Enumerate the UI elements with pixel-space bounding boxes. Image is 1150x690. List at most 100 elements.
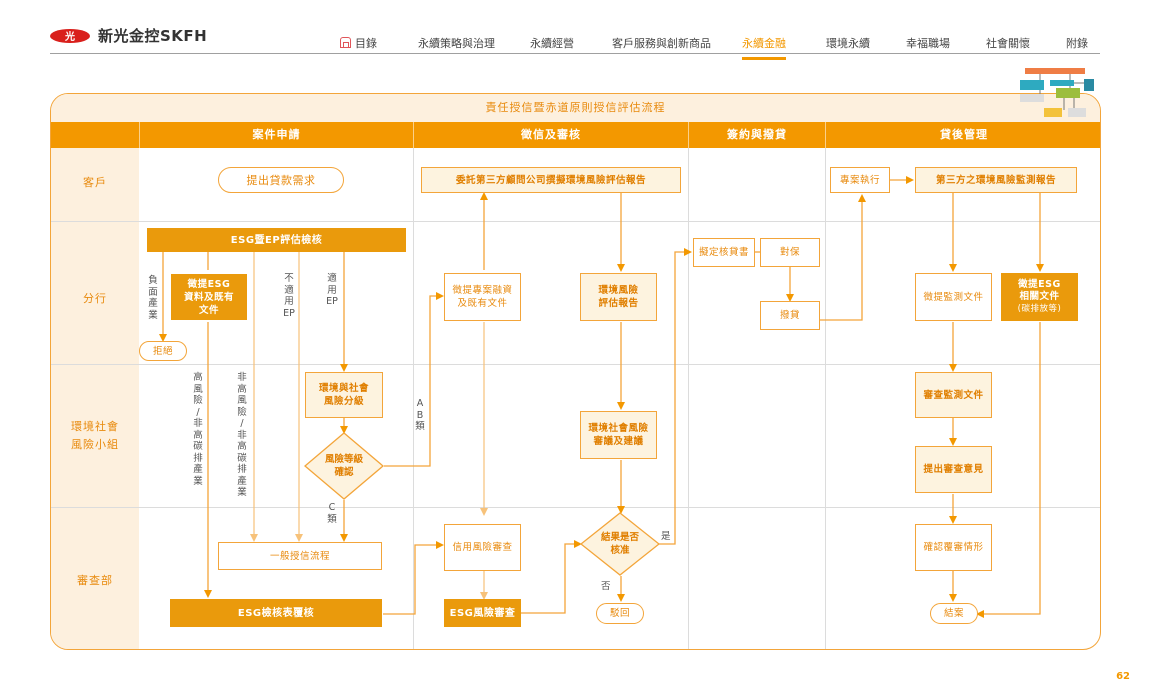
node-risk-grading[interactable]: 環境與社會 風險分級 <box>305 372 383 418</box>
lane-label-column <box>51 148 139 649</box>
nav-item-contents[interactable]: 目錄 <box>340 35 377 57</box>
node-general-credit-process[interactable]: 一般授信流程 <box>218 542 382 570</box>
lane-branch: 分行 <box>83 292 107 305</box>
nav-divider <box>50 53 1100 54</box>
phase-post-loan: 貸後管理 <box>825 122 1100 148</box>
node-confirm-review[interactable]: 確認覆審情形 <box>915 524 992 571</box>
label-char: 非 <box>193 418 203 429</box>
label-char: 高 <box>193 372 203 383</box>
label-char: 用 <box>284 296 294 307</box>
edge-label-negative-industry: 負面產業 <box>147 275 159 321</box>
page-number: 62 <box>1116 671 1130 682</box>
node-close-case[interactable]: 結案 <box>930 603 978 624</box>
home-icon <box>340 37 351 48</box>
node-third-party-monitor[interactable]: 第三方之環境風險監測報告 <box>915 167 1077 193</box>
node-collect-esg-data[interactable]: 徵提ESG 資料及既有 文件 <box>171 274 247 320</box>
label-char: 高 <box>237 441 247 452</box>
node-env-risk-report[interactable]: 環境風險 評估報告 <box>580 273 657 321</box>
nav-item-social[interactable]: 社會關懷 <box>986 37 1030 50</box>
nav-item-environment[interactable]: 環境永續 <box>826 37 870 50</box>
diamond-shape <box>579 512 661 576</box>
node-esg-ep-review[interactable]: ESG暨EP評估檢核 <box>147 228 406 252</box>
label-char: EP <box>326 296 338 307</box>
flowchart-title: 責任授信暨赤道原則授信評估流程 <box>51 94 1100 122</box>
label-char: 碳 <box>237 452 247 464</box>
label-char: A <box>416 398 424 409</box>
node-credit-risk-review[interactable]: 信用風險審查 <box>444 524 521 571</box>
phase-signing-disbursement: 簽約與撥貸 <box>688 122 825 148</box>
edge-label-non-high-risk: 非高風險/非高碳排產業 <box>236 372 248 499</box>
label-char: 類 <box>327 513 337 525</box>
node-line: 評估報告 <box>598 298 639 309</box>
decision-approved[interactable]: 結果是否 核准 <box>579 512 661 576</box>
nav-item-strategy-governance[interactable]: 永續策略與治理 <box>418 37 495 50</box>
label-char: 業 <box>148 309 158 321</box>
brand-logo[interactable]: 光 新光金控SKFH <box>50 25 207 46</box>
node-line: 徵提專案融資 <box>452 285 513 296</box>
node-collect-esg-docs[interactable]: 徵提ESG 相關文件 (碳排放等) <box>1001 273 1078 321</box>
node-commission-report[interactable]: 委託第三方顧問公司撰擬環境風險評估報告 <box>421 167 681 193</box>
label-char: EP <box>283 307 295 319</box>
node-project-execution[interactable]: 專案執行 <box>830 167 890 193</box>
node-line: 徵提ESG <box>187 278 231 290</box>
phase-divider <box>825 148 826 649</box>
label-char: 產 <box>193 464 203 475</box>
label-char: 風 <box>237 395 247 406</box>
label-char: 碳 <box>193 441 203 452</box>
nav-label: 目錄 <box>355 37 377 50</box>
node-return[interactable]: 駁回 <box>596 603 644 624</box>
nav-item-appendix[interactable]: 附錄 <box>1066 37 1088 50</box>
nav-item-sustainable-operations[interactable]: 永續經營 <box>530 37 574 50</box>
node-line: 審議及建議 <box>593 436 644 447</box>
nav-item-sustainable-finance[interactable]: 永續金融 <box>742 35 786 60</box>
label-char: / <box>196 406 200 418</box>
node-review-monitor-docs[interactable]: 審查監測文件 <box>915 372 992 418</box>
label-char: 高 <box>193 429 203 441</box>
node-line: 確認 <box>334 467 354 478</box>
label-char: 類 <box>415 421 425 432</box>
label-char: 業 <box>237 487 247 498</box>
node-reject[interactable]: 拒絕 <box>139 341 187 361</box>
lane-customer: 客戶 <box>83 176 107 189</box>
label-char: 業 <box>193 475 203 487</box>
node-apply-loan[interactable]: 提出貸款需求 <box>218 167 344 193</box>
node-draft-approval[interactable]: 擬定核貸書 <box>693 238 755 267</box>
node-esg-checklist-review[interactable]: ESG檢核表覆核 <box>170 599 382 627</box>
node-collateral[interactable]: 對保 <box>760 238 820 267</box>
edge-label-yes: 是 <box>661 531 671 542</box>
decision-risk-level-confirm[interactable]: 風險等級 確認 <box>303 432 385 500</box>
decision-label: 風險等級 確認 <box>304 432 384 500</box>
label-char: 適 <box>327 273 337 284</box>
label-char: 風 <box>193 383 203 395</box>
node-esg-risk-review[interactable]: ESG風險審查 <box>444 599 521 627</box>
org-chart-icon <box>1020 68 1094 117</box>
node-line: 風險等級 <box>324 454 363 465</box>
label-char: 險 <box>237 406 247 418</box>
node-submit-opinion[interactable]: 提出審查意見 <box>915 446 992 493</box>
node-collect-project-docs[interactable]: 徵提專案融資 及既有文件 <box>444 273 521 321</box>
node-disbursement[interactable]: 撥貸 <box>760 301 820 330</box>
label-char: 適 <box>284 284 294 296</box>
logo-mark: 光 <box>50 28 90 43</box>
brand-name: 新光金控SKFH <box>98 27 208 45</box>
decision-label: 結果是否 核准 <box>580 512 660 576</box>
node-line: 文件 <box>198 304 219 316</box>
node-review-advice[interactable]: 環境社會風險 審議及建議 <box>580 411 657 459</box>
node-line: 徵提ESG <box>1018 279 1061 290</box>
label-char: 產 <box>237 475 247 487</box>
label-char: 非 <box>237 429 247 441</box>
node-collect-monitor-docs[interactable]: 徵提監測文件 <box>915 273 992 321</box>
label-char: 面 <box>148 286 158 298</box>
node-line: (碳排放等) <box>1017 304 1062 314</box>
node-line: 核准 <box>610 545 630 556</box>
label-char: 用 <box>327 284 337 296</box>
edge-label-high-risk: 高風險/非高碳排產業 <box>192 372 204 487</box>
nav-item-workplace[interactable]: 幸福職場 <box>906 37 950 50</box>
label-char: / <box>240 418 244 429</box>
label-char: 排 <box>237 464 247 475</box>
nav-item-customer-service[interactable]: 客戶服務與創新商品 <box>612 37 711 50</box>
